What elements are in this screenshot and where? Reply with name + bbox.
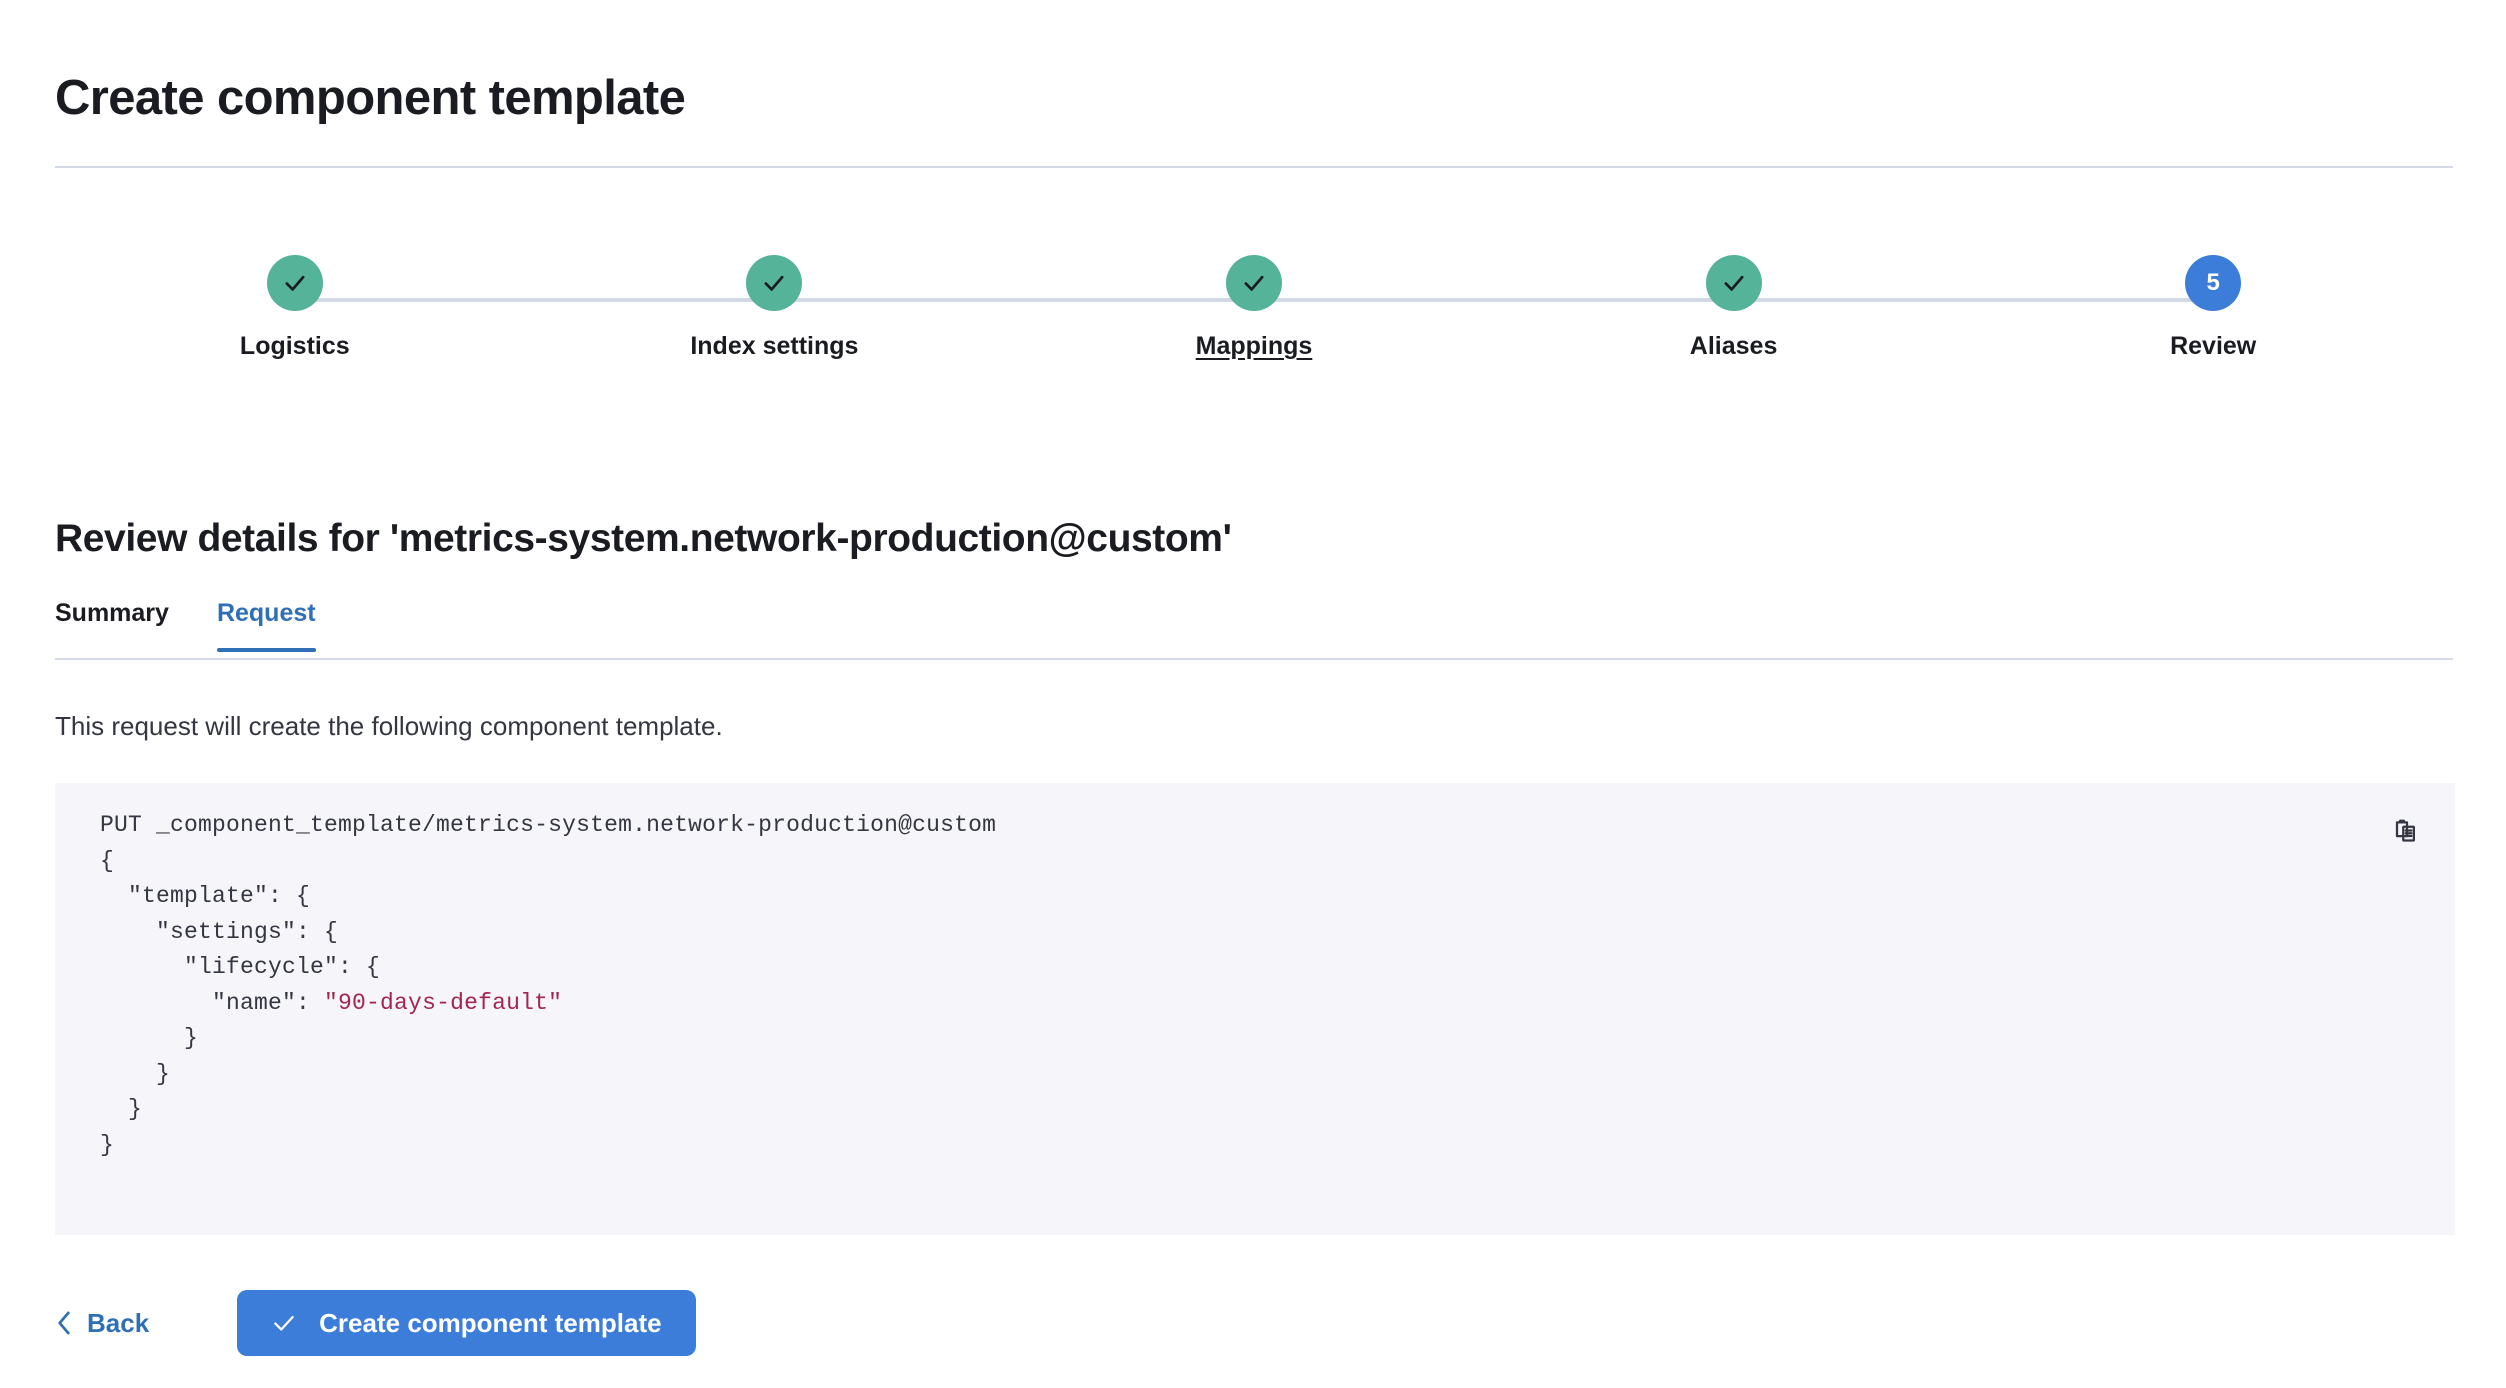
check-icon	[281, 269, 309, 297]
request-code: PUT _component_template/metrics-system.n…	[100, 808, 996, 1163]
step-number-badge[interactable]: 5	[2185, 255, 2242, 311]
step-complete-badge[interactable]	[266, 255, 323, 311]
step-complete-badge[interactable]	[1225, 255, 1282, 311]
stepper-step-label[interactable]: Aliases	[1689, 332, 1778, 360]
request-code-block: PUT _component_template/metrics-system.n…	[55, 783, 2455, 1235]
page-title: Create component template	[55, 70, 686, 125]
code-method-line: PUT _component_template/metrics-system.n…	[100, 812, 997, 838]
stepper-step-label[interactable]: Index settings	[690, 332, 859, 360]
chevron-left-icon	[55, 1310, 73, 1336]
wizard-footer-actions: Back Create component template	[55, 1290, 696, 1356]
copy-to-clipboard-button[interactable]	[2385, 811, 2429, 855]
request-description: This request will create the following c…	[55, 711, 723, 741]
check-icon	[271, 1310, 297, 1336]
code-body-after: } } } }	[100, 1025, 199, 1158]
stepper-step-mappings[interactable]: Mappings	[1014, 255, 1494, 361]
back-button[interactable]: Back	[55, 1308, 149, 1338]
header-divider	[55, 166, 2453, 168]
back-button-label: Back	[87, 1308, 150, 1338]
create-component-template-button[interactable]: Create component template	[237, 1290, 696, 1356]
stepper-step-aliases[interactable]: Aliases	[1494, 255, 1974, 361]
stepper-step-label[interactable]: Review	[2170, 332, 2257, 360]
code-string-value: "90-days-default"	[324, 989, 563, 1016]
step-complete-badge[interactable]	[1705, 255, 1762, 311]
check-icon	[1720, 269, 1748, 297]
stepper-step-logistics[interactable]: Logistics	[55, 255, 535, 361]
create-component-template-label: Create component template	[319, 1308, 662, 1338]
step-number: 5	[2206, 269, 2220, 296]
tab-request[interactable]: Request	[216, 598, 316, 652]
clipboard-copy-icon	[2392, 818, 2422, 848]
review-heading: Review details for 'metrics-system.netwo…	[55, 517, 1232, 561]
stepper-step-label[interactable]: Logistics	[239, 332, 350, 360]
tab-summary[interactable]: Summary	[55, 598, 169, 650]
review-tabs: Summary Request	[55, 598, 2453, 660]
stepper-step-index-settings[interactable]: Index settings	[535, 255, 1015, 361]
step-complete-badge[interactable]	[746, 255, 803, 311]
code-body-before: { "template": { "settings": { "lifecycle…	[100, 847, 381, 1016]
stepper-step-label[interactable]: Mappings	[1195, 332, 1313, 360]
check-icon	[760, 269, 788, 297]
check-icon	[1240, 269, 1268, 297]
